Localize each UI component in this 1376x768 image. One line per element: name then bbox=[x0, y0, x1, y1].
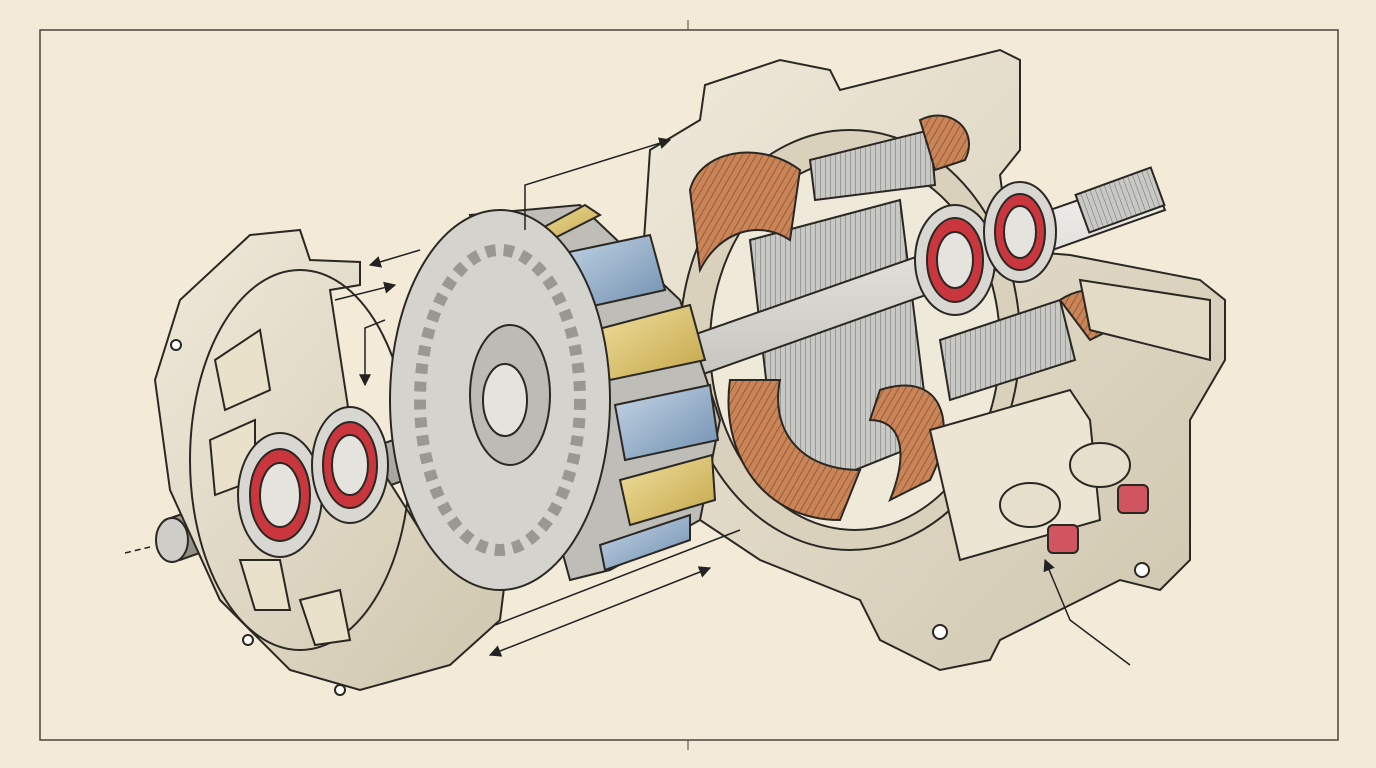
shaft-spline bbox=[1074, 166, 1166, 234]
leader-line-icon bbox=[1043, 558, 1131, 666]
leader-line-icon bbox=[124, 546, 151, 554]
arrow-icon bbox=[334, 281, 397, 301]
arrow-icon bbox=[359, 319, 386, 387]
bearings bbox=[237, 181, 1057, 558]
arrow-icon bbox=[488, 566, 712, 657]
arrow-icon bbox=[524, 137, 672, 230]
exploded-view-arrows bbox=[124, 137, 1131, 666]
terminal-posts bbox=[999, 442, 1149, 554]
arrow-icon bbox=[368, 249, 421, 268]
arrow-icon bbox=[494, 529, 741, 626]
drawing-frame bbox=[39, 29, 1339, 741]
shaft-end bbox=[155, 517, 189, 563]
